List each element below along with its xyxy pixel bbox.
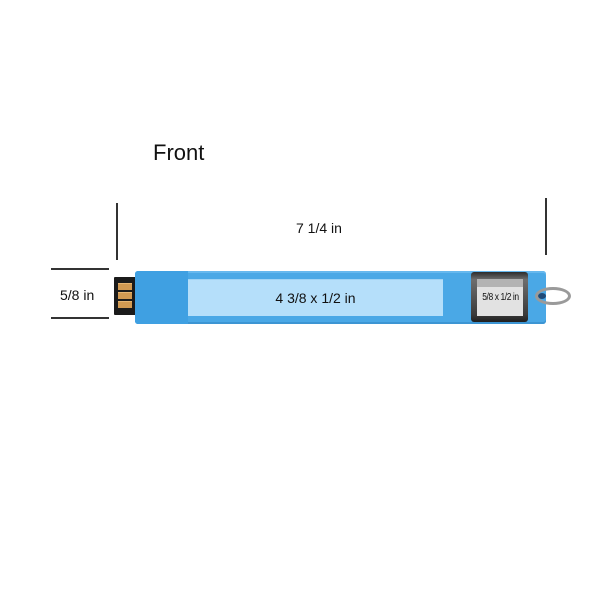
usb-connector — [114, 277, 137, 315]
connector-pad — [118, 283, 132, 290]
cap-imprint-label: 5/8 x 1/2 in — [481, 292, 519, 303]
length-marker-right — [545, 198, 547, 255]
imprint-area: 4 3/8 x 1/2 in — [188, 279, 443, 316]
cap-imprint-area: 5/8 x 1/2 in — [477, 279, 523, 316]
height-marker-top — [51, 268, 109, 270]
view-title: Front — [153, 140, 205, 165]
length-label: 7 1/4 in — [296, 220, 342, 236]
band-end-left — [135, 271, 188, 324]
height-marker-bottom — [51, 317, 109, 319]
connector-pad — [118, 301, 132, 308]
imprint-area-label: 4 3/8 x 1/2 in — [275, 290, 356, 306]
height-label: 5/8 in — [60, 287, 95, 303]
key-ring-icon — [535, 287, 571, 305]
connector-pad — [118, 292, 132, 299]
length-marker-left — [116, 203, 118, 260]
